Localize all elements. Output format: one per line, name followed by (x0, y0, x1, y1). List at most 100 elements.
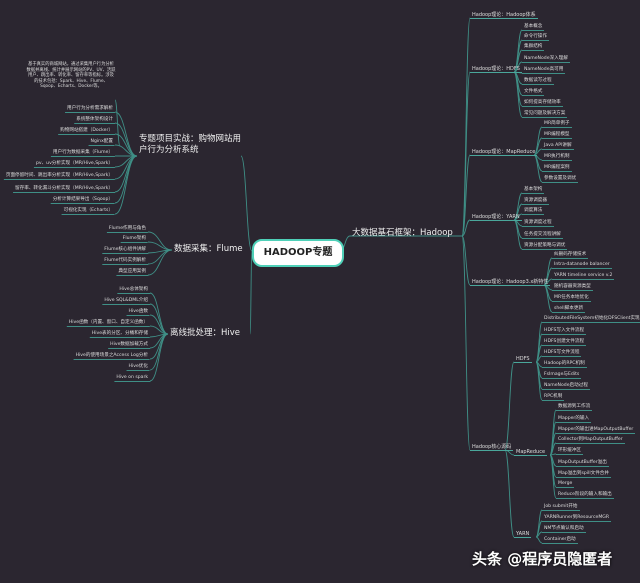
connector (461, 219, 471, 237)
section-node[interactable]: Hadoop理论：HDFS (470, 66, 522, 73)
leaf-node[interactable]: 用户行为分析需求解析 (65, 106, 115, 113)
connector (461, 235, 471, 451)
leaf-node[interactable]: MR简单例子 (542, 121, 572, 128)
leaf-node[interactable]: YARN timeline service v.2 (552, 273, 615, 280)
leaf-node[interactable]: 调度算法 (522, 208, 545, 215)
connector (114, 155, 138, 215)
leaf-node[interactable]: MR执行机制 (542, 154, 572, 161)
leaf-node[interactable]: pv、uv分析实现（MR/Hive,Spark） (33, 161, 115, 168)
leaf-node[interactable]: Nginx配置 (88, 139, 115, 146)
leaf-node[interactable]: MR任务本地优化 (552, 295, 591, 302)
leaf-node[interactable]: Hive SQL&DML介绍 (102, 298, 150, 305)
connector (513, 219, 523, 250)
connector (147, 241, 173, 251)
leaf-node[interactable]: 用户行为数据采集（Flume） (50, 150, 115, 157)
connector (114, 155, 138, 180)
leaf-node[interactable]: 任务提交流程讲解 (522, 232, 563, 239)
leaf-node[interactable]: shell脚本更新 (552, 306, 586, 313)
branch-left[interactable]: 数据采集：Flume (174, 244, 243, 254)
leaf-node[interactable]: NameNode高可用 (522, 67, 566, 74)
leaf-node[interactable]: Hive数据加载方式 (108, 342, 150, 349)
leaf-node[interactable]: MR编程案例 (542, 165, 572, 172)
leaf-node[interactable]: 基本架构 (522, 187, 545, 194)
leaf-node[interactable]: Job submit开始 (542, 504, 580, 511)
leaf-node[interactable]: 纠删码存储技术 (552, 252, 589, 259)
leaf-node[interactable]: Hive函数（内置、窗口、自定义函数） (66, 320, 150, 327)
leaf-node[interactable]: 资源调度器 (522, 198, 549, 205)
leaf-node[interactable]: Reduce阶段的输入和输出 (556, 492, 614, 499)
leaf-node[interactable]: 可视化实现（Echarts） (61, 208, 115, 215)
leaf-node[interactable]: 参数设置及调优 (542, 176, 579, 183)
section-node[interactable]: Hadoop理论：Hadoop3.x新特性 (470, 279, 551, 286)
leaf-node[interactable]: 环形缓冲区 (556, 448, 583, 455)
leaf-node[interactable]: NameNode深入理解 (522, 56, 570, 63)
leaf-node[interactable]: 数据读写过程 (522, 78, 554, 85)
branch-left[interactable]: 离线批处理：Hive (170, 328, 241, 338)
leaf-node[interactable]: 页面停留时间、跳出率分析实现（MR/Hive,Spark） (3, 173, 115, 180)
connector (513, 71, 523, 118)
leaf-node[interactable]: 资源调度过程 (522, 220, 554, 227)
section-node[interactable]: Hadoop核心源码 (470, 444, 514, 451)
leaf-node[interactable]: 典型应用案例 (116, 269, 148, 276)
leaf-node[interactable]: 资源分配策略与调优 (522, 243, 568, 250)
subsection-node[interactable]: YARN (514, 531, 532, 538)
leaf-node[interactable]: YARNRunner到ResourceMGR (542, 515, 612, 522)
branch-left[interactable]: 专题项目实战：购物网站用户行为分析系统 (139, 134, 242, 155)
leaf-node[interactable]: 集群结构 (522, 44, 545, 51)
leaf-node[interactable]: HDFS创建文件流程 (542, 339, 587, 346)
leaf-node[interactable]: Flume架构 (120, 236, 148, 243)
connector (149, 303, 169, 335)
leaf-node[interactable]: Java API讲解 (542, 143, 574, 150)
leaf-node[interactable]: HDFS写文件流程 (542, 350, 582, 357)
leaf-node[interactable]: 数据源到工作流 (556, 404, 593, 411)
leaf-node[interactable]: 留存率、转化漏斗分析实现（MR/Hive,Spark） (13, 186, 115, 193)
section-node[interactable]: Hadoop理论：Hadoop体系 (470, 12, 538, 19)
connector (543, 284, 553, 313)
watermark: 头条 @程序员隐匿者 (472, 550, 613, 568)
leaf-node[interactable]: 基本概念 (522, 24, 545, 31)
leaf-node[interactable]: 常见问题及解决方案 (522, 111, 568, 118)
leaf-node[interactable]: Hive总体架构 (117, 287, 150, 294)
leaf-node[interactable]: Flume核心组件讲解 (102, 247, 148, 254)
leaf-node[interactable]: FsImage与Edits (542, 372, 582, 379)
leaf-node[interactable]: DistributedFileSystem初始化DFSClient实现 (542, 316, 640, 323)
leaf-node[interactable]: 随机容器资源类型 (552, 284, 593, 291)
leaf-node[interactable]: Merge (556, 481, 575, 488)
subsection-node[interactable]: HDFS (514, 356, 532, 363)
branch-hadoop[interactable]: 大数据基石框架：Hadoop (352, 228, 453, 238)
connector (461, 235, 471, 286)
leaf-node[interactable]: Hive函数 (126, 309, 150, 316)
subsection-node[interactable]: MapReduce (514, 449, 548, 456)
leaf-node[interactable]: Flume代码实例解析 (102, 258, 148, 265)
leaf-node[interactable]: Map溢出到spill文件合并 (556, 471, 611, 478)
leaf-node[interactable]: Intra-datanode balancer (552, 262, 612, 269)
leaf-node[interactable]: 命令行操作 (522, 34, 549, 41)
leaf-node[interactable]: RPC机制 (542, 394, 565, 401)
leaf-node[interactable]: NameNode启动过程 (542, 383, 590, 390)
connector (240, 155, 253, 252)
leaf-node[interactable]: Mapper的输入 (556, 416, 592, 423)
leaf-node[interactable]: 分析计算结果导出（Sqoop） (50, 197, 115, 204)
leaf-node[interactable]: Hive表的分区、分桶和存储 (89, 331, 150, 338)
leaf-node[interactable]: Container启动 (542, 537, 578, 544)
leaf-node[interactable]: 如何提高存储效率 (522, 100, 563, 107)
leaf-node[interactable]: MapOutputBuffer溢出 (556, 460, 609, 467)
leaf-node[interactable]: HDFS写入文件流程 (542, 328, 587, 335)
leaf-node[interactable]: NM节点确认和启动 (542, 526, 586, 533)
leaf-node[interactable]: MR编程模型 (542, 132, 572, 139)
leaf-node[interactable]: Hive优化 (126, 364, 150, 371)
leaf-node[interactable]: 系统整体架构设计 (74, 117, 115, 124)
leaf-node[interactable]: 文件格式 (522, 89, 545, 96)
root-node[interactable]: HADOOP专题 (252, 239, 344, 267)
connector (249, 250, 253, 335)
section-node[interactable]: Hadoop理论：MapReduce (470, 149, 538, 156)
leaf-node[interactable]: Flume作用与角色 (106, 226, 148, 233)
leaf-node[interactable]: Hadoop的RPC机制 (542, 361, 587, 368)
leaf-node[interactable]: Hive on spark (114, 375, 150, 382)
leaf-node[interactable]: Mapper的输出进MapOutputBuffer (556, 427, 636, 434)
leaf-node[interactable]: Hive的使用场景之Access Log分析 (73, 353, 150, 360)
section-node[interactable]: Hadoop理论：YARN (470, 214, 522, 221)
leaf-node[interactable]: 购物网站搭建（Docker） (58, 128, 115, 135)
connector (147, 249, 173, 276)
leaf-node[interactable]: Collector到MapOutputBuffer (556, 437, 625, 444)
